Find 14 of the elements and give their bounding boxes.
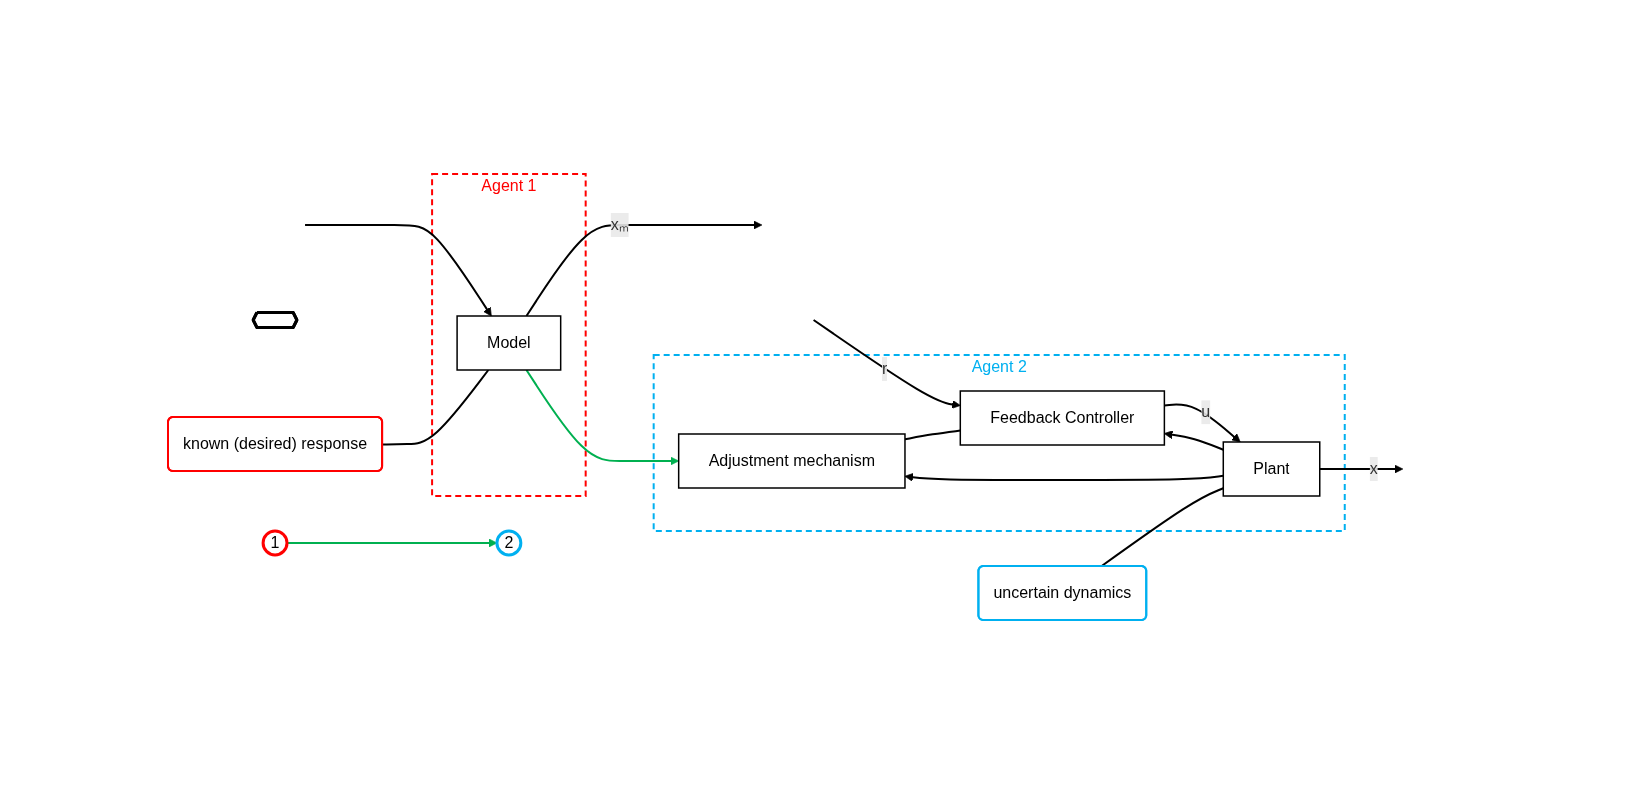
node-box: Model: [455, 314, 562, 371]
arrow: [525, 220, 762, 317]
connector: [381, 368, 489, 445]
edge-label: u: [1200, 402, 1210, 420]
edge-label: xₘ: [610, 215, 629, 233]
edge-label: r: [881, 359, 887, 377]
node-circle: 1: [261, 529, 289, 556]
node-box: Feedback Controller: [959, 389, 1165, 446]
node-circle: 2: [495, 529, 522, 556]
arrow: [525, 368, 679, 465]
arrow: [303, 223, 492, 316]
edge-label: x: [1369, 459, 1378, 477]
node-box: Adjustment mechanism: [677, 432, 906, 489]
node-box: Plant: [1222, 440, 1321, 497]
